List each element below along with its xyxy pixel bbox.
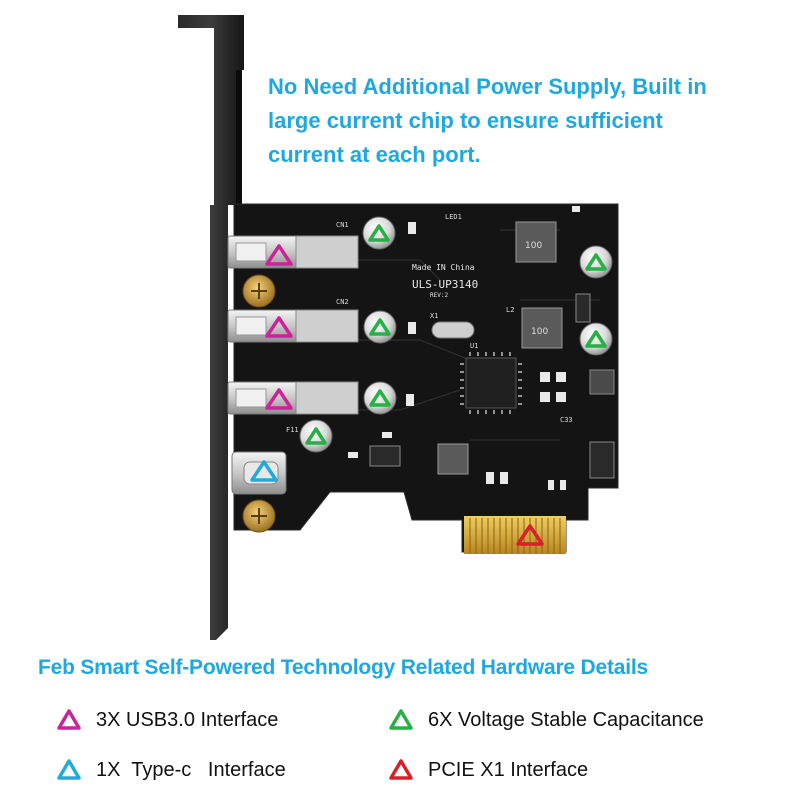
svg-text:X1: X1: [430, 312, 438, 320]
screw-top: [242, 274, 276, 308]
capacitor-2: [363, 310, 397, 344]
pcie-gold-fingers: [464, 516, 566, 554]
headline: No Need Additional Power Supply, Built i…: [268, 70, 788, 172]
inductor-1: [515, 221, 557, 263]
svg-text:C33: C33: [560, 416, 573, 424]
capacitor-1: [362, 216, 396, 250]
model-label: ULS-UP3140: [412, 278, 478, 291]
inductor-3: [437, 443, 469, 475]
usb-a-port-1: [227, 235, 359, 269]
magenta-triangle-icon: [57, 709, 81, 730]
svg-text:100: 100: [531, 327, 548, 337]
cyan-triangle-icon-1: [250, 460, 278, 482]
headline-line-2: large current chip to ensure sufficient: [268, 108, 663, 133]
legend-label-capacitance: 6X Voltage Stable Capacitance: [428, 708, 704, 731]
svg-text:LED1: LED1: [445, 213, 462, 221]
metal-bracket: [178, 15, 244, 640]
svg-text:U1: U1: [470, 342, 478, 350]
capacitor-4: [299, 419, 333, 453]
legend-item-capacitance: 6X Voltage Stable Capacitance: [388, 708, 704, 732]
usb-a-port-3: [227, 381, 359, 415]
controller-chip: [460, 352, 522, 414]
magenta-triangle-icon-3: [265, 388, 293, 410]
legend-item-type-c: 1X Type-c Interface: [56, 758, 286, 782]
magenta-triangle-icon-1: [265, 244, 293, 266]
section-title: Feb Smart Self-Powered Technology Relate…: [38, 656, 649, 679]
svg-text:L2: L2: [506, 306, 514, 314]
pcie-usb-card-photo: LED1 CN1 CN2 F11 X1 U1 C33 L2 Made IN Ch…: [178, 15, 619, 640]
green-triangle-icon-6: [585, 330, 607, 348]
headline-line-3: current at each port.: [268, 142, 481, 167]
pcb-board: [233, 203, 619, 553]
rev-label: REV:2: [430, 292, 448, 299]
magenta-triangle-icon-2: [265, 316, 293, 338]
capacitor-3: [363, 381, 397, 415]
made-in-label: Made IN China: [412, 263, 475, 272]
inductor-2: [521, 307, 563, 349]
crystal: [431, 321, 475, 339]
screw-bottom: [242, 499, 276, 533]
green-triangle-icon-5: [585, 253, 607, 271]
capacitor-5: [579, 245, 613, 279]
legend-item-usb3: 3X USB3.0 Interface: [56, 708, 278, 732]
svg-text:100: 100: [525, 241, 542, 251]
cyan-triangle-icon: [57, 759, 81, 780]
legend-item-pcie: PCIE X1 Interface: [388, 758, 588, 782]
svg-text:CN1: CN1: [336, 221, 349, 229]
headline-line-1: No Need Additional Power Supply, Built i…: [268, 74, 707, 99]
green-triangle-icon-2: [369, 318, 391, 336]
usb-c-port: [231, 451, 287, 495]
red-triangle-icon-1: [516, 524, 544, 546]
svg-text:CN2: CN2: [336, 298, 349, 306]
capacitor-6: [579, 322, 613, 356]
usb-a-port-2: [227, 309, 359, 343]
legend-label-type-c: 1X Type-c Interface: [96, 758, 286, 781]
green-triangle-icon-1: [368, 224, 390, 242]
green-triangle-icon-3: [369, 389, 391, 407]
green-triangle-icon-4: [305, 427, 327, 445]
legend-label-pcie: PCIE X1 Interface: [428, 758, 589, 781]
green-triangle-icon: [389, 709, 413, 730]
svg-text:F11: F11: [286, 426, 299, 434]
legend-label-usb3: 3X USB3.0 Interface: [96, 708, 279, 731]
red-triangle-icon: [389, 759, 413, 780]
